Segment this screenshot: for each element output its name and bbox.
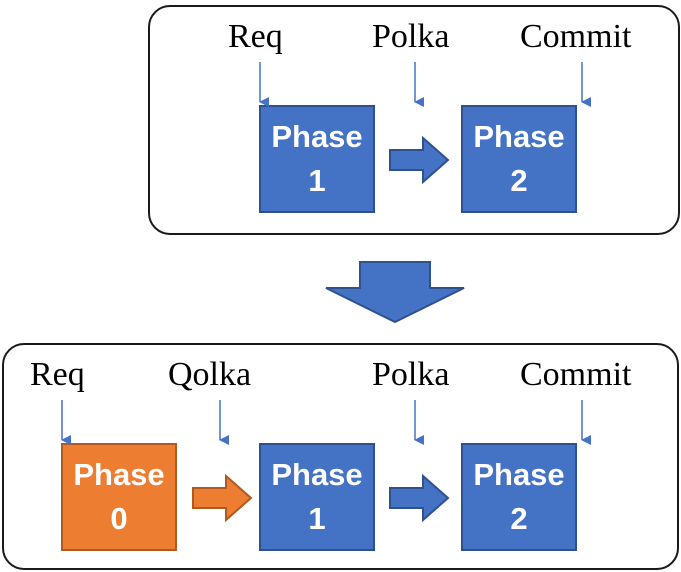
phase-1-top-number: 1 [308, 163, 326, 198]
label-polka-top: Polka [372, 18, 450, 55]
label-req-top: Req [228, 18, 283, 55]
phase-2-bottom-word: Phase [473, 457, 565, 492]
arrow-phase1-to-phase2-top [389, 135, 450, 185]
phase-0-bottom-box: Phase 0 [61, 443, 177, 551]
arrow-phase0-to-phase1-bottom [192, 473, 253, 523]
phase-1-bottom-word: Phase [271, 457, 363, 492]
transition-down-arrow [325, 261, 465, 324]
label-commit-bottom: Commit [520, 356, 632, 393]
arrow-phase1-to-phase2-bottom [389, 473, 450, 523]
phase-2-top-box: Phase 2 [461, 105, 577, 213]
phase-1-top-box: Phase 1 [259, 105, 375, 213]
label-polka-bottom: Polka [372, 356, 450, 393]
label-commit-top: Commit [520, 18, 632, 55]
phase-2-top-number: 2 [510, 163, 528, 198]
label-qolka-bottom: Qolka [168, 356, 252, 393]
phase-0-bottom-number: 0 [110, 501, 128, 536]
phase-2-top-word: Phase [473, 119, 565, 154]
top-panel [148, 5, 680, 235]
phase-1-bottom-box: Phase 1 [259, 443, 375, 551]
phase-1-bottom-number: 1 [308, 501, 326, 536]
phase-2-bottom-number: 2 [510, 501, 528, 536]
phase-0-bottom-word: Phase [73, 457, 165, 492]
phase-1-top-word: Phase [271, 119, 363, 154]
phase-2-bottom-box: Phase 2 [461, 443, 577, 551]
label-req-bottom: Req [30, 356, 85, 393]
